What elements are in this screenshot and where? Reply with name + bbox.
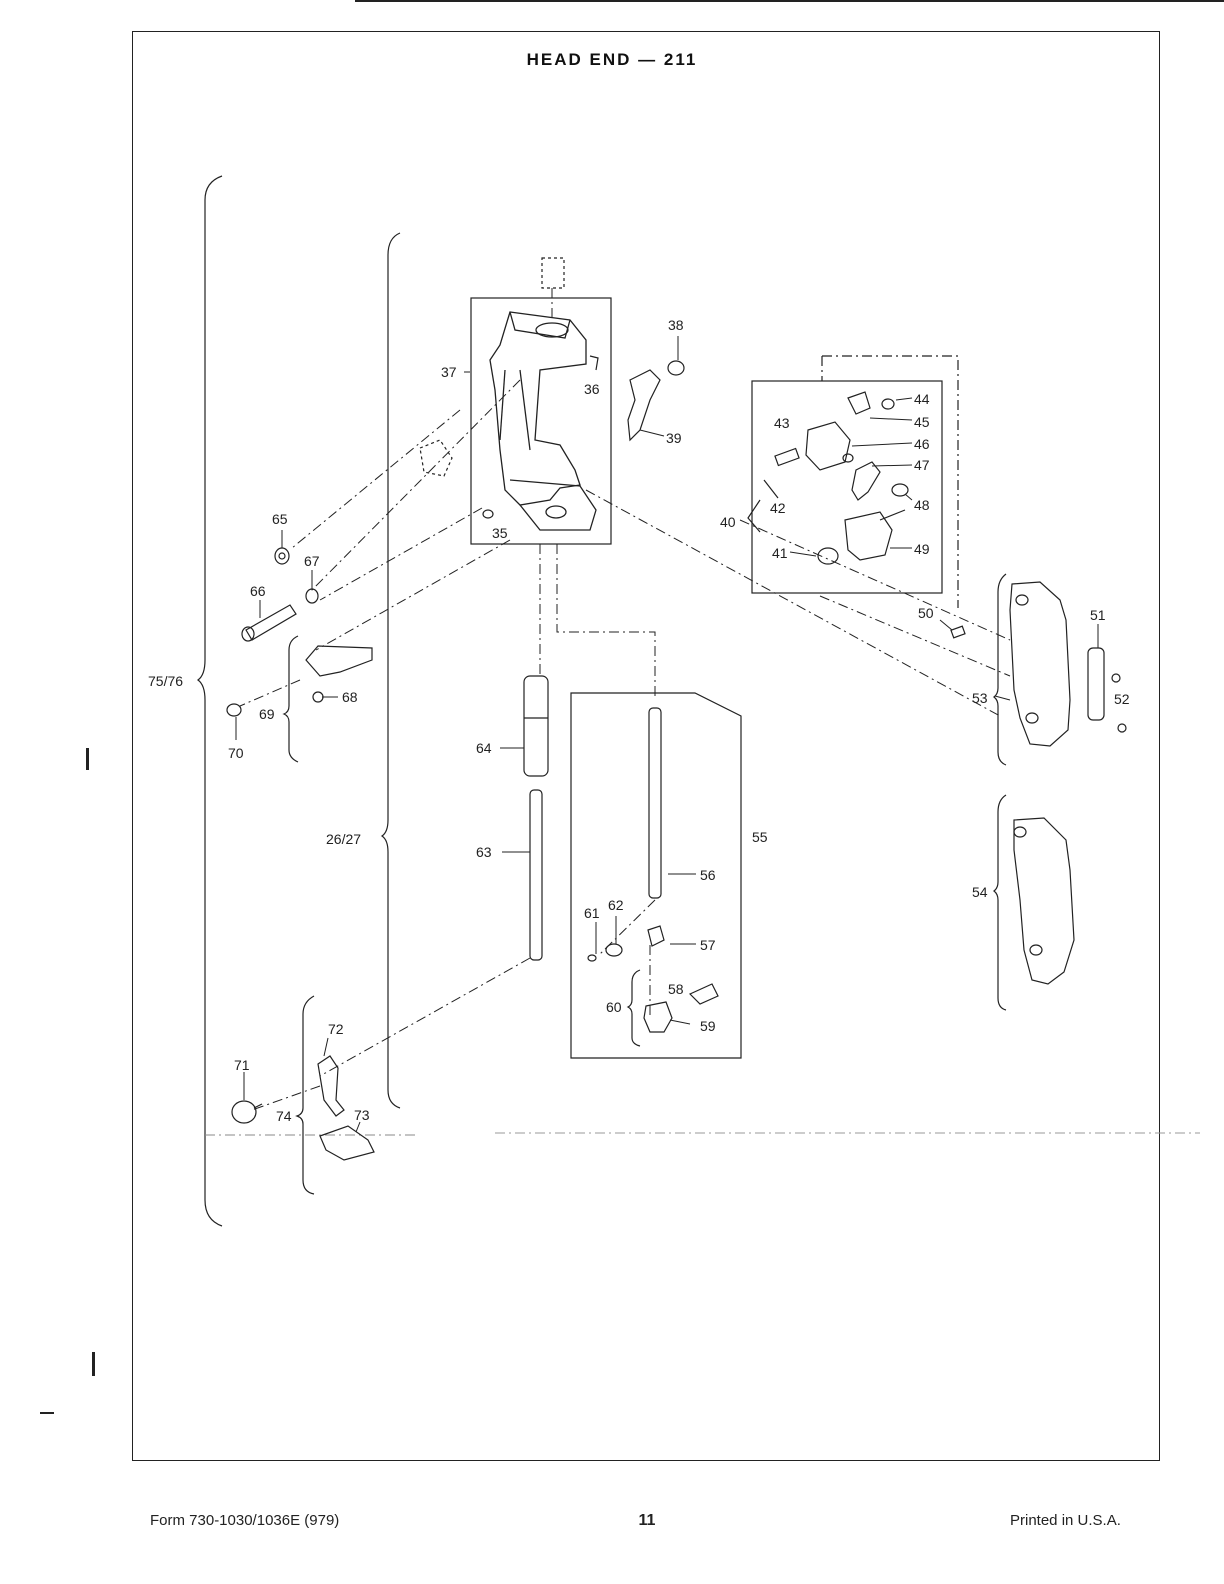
callout-46: 46 <box>914 436 930 452</box>
callout-64: 64 <box>476 740 492 756</box>
brace-53 <box>994 574 1006 765</box>
part-51 <box>1088 648 1104 720</box>
callout-74: 74 <box>276 1108 292 1124</box>
callout-41: 41 <box>772 545 788 561</box>
part-44 <box>882 399 894 409</box>
callout-75-76: 75/76 <box>148 673 183 689</box>
part-70 <box>227 704 241 716</box>
callout-66: 66 <box>250 583 266 599</box>
callout-48: 48 <box>914 497 930 513</box>
brace-54 <box>994 795 1006 1010</box>
part-65-washer <box>275 548 289 564</box>
callout-42: 42 <box>770 500 786 516</box>
part-73-foot <box>320 1126 374 1160</box>
callout-44: 44 <box>914 391 930 407</box>
part-39-lever <box>628 370 660 440</box>
callout-43: 43 <box>774 415 790 431</box>
callout-51: 51 <box>1090 607 1106 623</box>
callout-39: 39 <box>666 430 682 446</box>
callout-36: 36 <box>584 381 600 397</box>
printed-in: Printed in U.S.A. <box>1010 1512 1121 1529</box>
brace-60 <box>628 970 640 1046</box>
callout-53: 53 <box>972 690 988 706</box>
part-50 <box>951 626 965 638</box>
callout-57: 57 <box>700 937 716 953</box>
callout-60: 60 <box>606 999 622 1015</box>
brace-74 <box>297 996 314 1194</box>
part-54-frame <box>1014 818 1074 984</box>
part-67-washer <box>306 589 318 603</box>
callout-38: 38 <box>668 317 684 333</box>
brace-69 <box>284 636 298 762</box>
callout-45: 45 <box>914 414 930 430</box>
part-68 <box>313 692 323 702</box>
part-49-plate <box>845 512 892 560</box>
callout-73: 73 <box>354 1107 370 1123</box>
part-63-bar <box>530 790 542 960</box>
callout-63: 63 <box>476 844 492 860</box>
part-37-bracket <box>490 312 596 530</box>
callout-56: 56 <box>700 867 716 883</box>
callout-49: 49 <box>914 541 930 557</box>
part-59 <box>644 1002 672 1032</box>
callout-65: 65 <box>272 511 288 527</box>
margin-mark <box>86 748 89 770</box>
part-56-bar <box>649 708 661 898</box>
callout-55: 55 <box>752 829 768 845</box>
callout-59: 59 <box>700 1018 716 1034</box>
callout-54: 54 <box>972 884 988 900</box>
margin-mark <box>92 1352 95 1376</box>
part-57 <box>648 926 664 946</box>
callout-58: 58 <box>668 981 684 997</box>
callout-52: 52 <box>1114 691 1130 707</box>
callout-50: 50 <box>918 605 934 621</box>
box-40 <box>752 381 942 593</box>
brace-75-76 <box>198 176 222 1226</box>
part-61 <box>588 955 596 961</box>
margin-mark <box>40 1412 54 1414</box>
part-71-knob <box>232 1101 256 1123</box>
part-46 <box>843 454 853 462</box>
part-45 <box>848 392 870 414</box>
callout-40: 40 <box>720 514 736 530</box>
part-43-block <box>806 422 850 470</box>
callout-69: 69 <box>259 706 275 722</box>
part-62 <box>606 944 622 956</box>
callout-35: 35 <box>492 525 508 541</box>
callout-37: 37 <box>441 364 457 380</box>
callout-61: 61 <box>584 905 600 921</box>
callout-67: 67 <box>304 553 320 569</box>
callout-71: 71 <box>234 1057 250 1073</box>
brace-40 <box>748 500 760 532</box>
callout-72: 72 <box>328 1021 344 1037</box>
callout-68: 68 <box>342 689 358 705</box>
brace-26-27 <box>382 233 400 1108</box>
callout-47: 47 <box>914 457 930 473</box>
part-38-screw <box>668 361 684 375</box>
part-69-bracket <box>306 646 372 676</box>
part-58 <box>690 984 718 1004</box>
callout-70: 70 <box>228 745 244 761</box>
part-72-lever <box>318 1056 344 1116</box>
part-64-sleeve <box>524 676 548 776</box>
callout-62: 62 <box>608 897 624 913</box>
part-53-frame <box>1010 582 1070 746</box>
part-47 <box>852 462 880 500</box>
callout-26-27: 26/27 <box>326 831 361 847</box>
